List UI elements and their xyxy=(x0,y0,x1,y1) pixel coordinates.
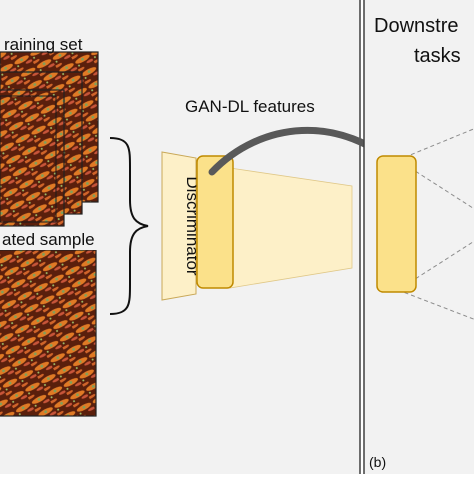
training-set-label: raining set xyxy=(4,35,83,54)
feature-bar-left xyxy=(196,155,234,289)
generated-sample-image xyxy=(0,249,97,417)
feature-projection xyxy=(229,167,353,289)
downstream-title-line2: tasks xyxy=(414,45,461,67)
generated-sample-label: ated sample xyxy=(2,230,95,249)
training-image-inner-frame xyxy=(0,95,57,223)
generated-sample-label-backdrop xyxy=(0,228,100,250)
training-image-front xyxy=(0,89,65,227)
training-set-stack xyxy=(0,51,99,227)
discriminator-trapezoid xyxy=(161,151,197,301)
curly-brace-icon xyxy=(109,137,149,315)
features-label: GAN-DL features xyxy=(185,97,315,116)
downstream-title-line1: Downstre xyxy=(374,15,458,37)
feature-bar-right xyxy=(376,155,417,293)
panel-tag: (b) xyxy=(369,454,386,470)
